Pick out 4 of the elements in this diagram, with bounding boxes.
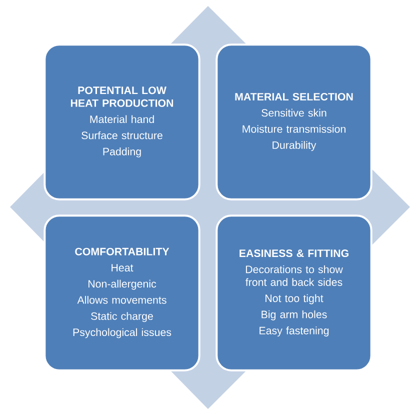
- quadrant-box: MATERIAL SELECTION Sensitive skin Moisture transmission Durability: [216, 44, 372, 200]
- quadrant-box: POTENTIAL LOW HEAT PRODUCTION Material hand Surface structure Padding: [44, 44, 200, 200]
- quadrant-box: EASINESS & FITTING Decorations to show front and back sides Not too tight Big arm holes Easy fastening: [216, 214, 372, 372]
- quadrant-box: COMFORTABILITY Heat Non-allergenic Allows movements Static charge Psychological issues: [44, 214, 200, 372]
